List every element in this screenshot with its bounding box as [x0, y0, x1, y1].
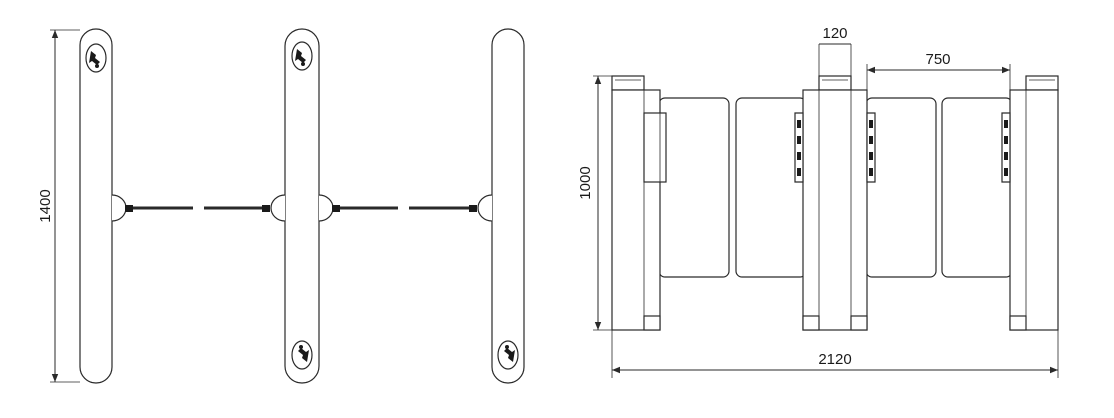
post-middle [284, 28, 320, 384]
dimension-height-top-view: 1400 [37, 29, 80, 383]
wing-arms [111, 194, 493, 222]
reader-slots-right [869, 120, 873, 176]
direction-arrow-icon [295, 49, 306, 66]
dimension-gap-width: 750 [866, 51, 1011, 90]
reader-slots-right-cabinet [1004, 120, 1008, 176]
dimension-post-width: 120 [818, 25, 852, 76]
dimension-height-front-view: 1000 [577, 75, 614, 331]
glass-panels [658, 97, 1013, 278]
dimension-label-750: 750 [925, 51, 950, 68]
dimension-label-2120: 2120 [818, 351, 851, 368]
post-right [491, 28, 525, 384]
reader-slots-left [797, 120, 801, 176]
dimension-label-1000: 1000 [577, 166, 594, 199]
top-view: 1400 [37, 28, 525, 384]
cabinet-left [611, 75, 667, 331]
dimension-label-1400: 1400 [37, 189, 54, 222]
cabinet-middle [794, 75, 876, 331]
cabinet-right [1001, 75, 1059, 331]
post-left [79, 28, 113, 384]
direction-arrow-icon [504, 345, 515, 362]
dimension-total-width: 2120 [611, 330, 1059, 378]
direction-arrow-icon [298, 345, 309, 362]
dimension-label-120: 120 [822, 25, 847, 42]
front-view: 1000 [577, 25, 1059, 378]
direction-arrow-icon [89, 51, 100, 68]
